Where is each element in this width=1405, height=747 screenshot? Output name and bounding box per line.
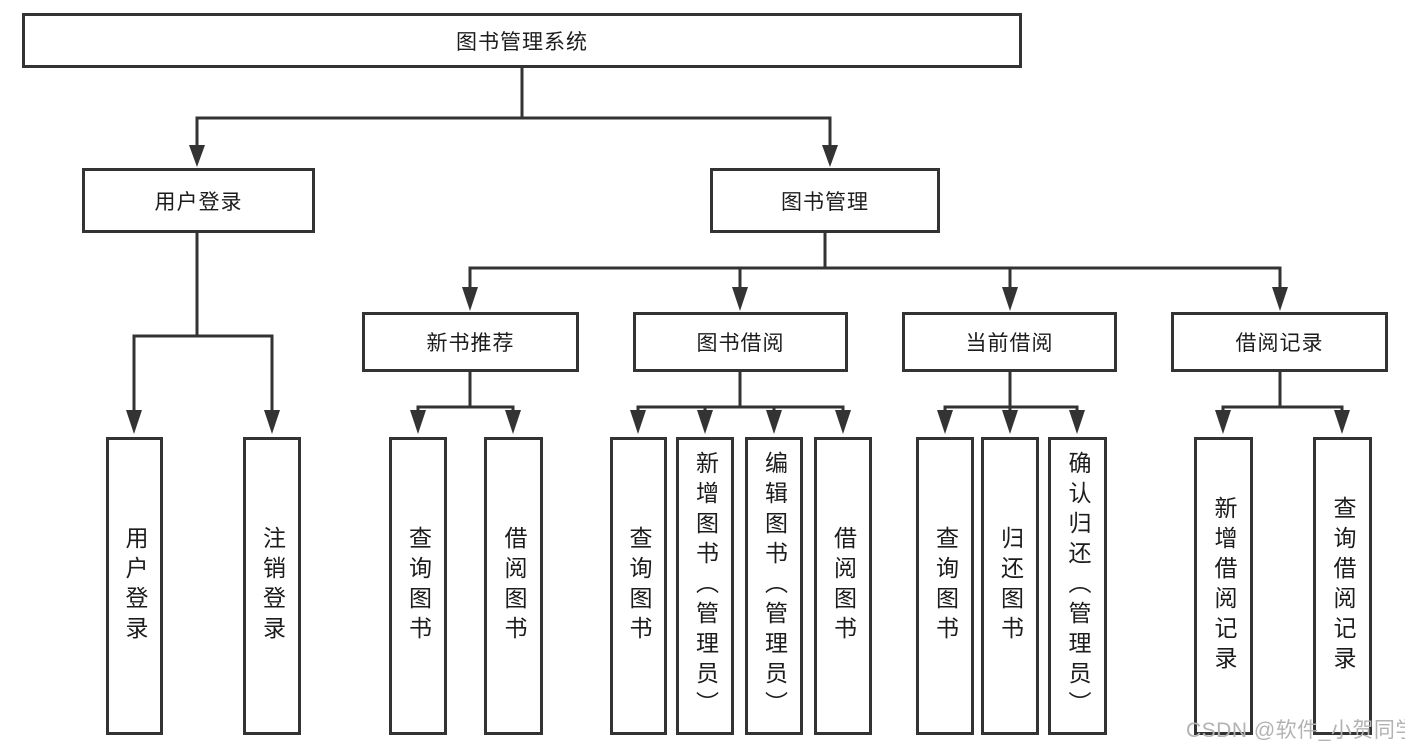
node-current-borrowing: 当前借阅 <box>902 312 1117 372</box>
node-book-management: 图书管理 <box>710 168 940 233</box>
node-label: 用户登录 <box>154 190 243 214</box>
arrowheads <box>126 145 1350 434</box>
node-label: 借阅记录 <box>1235 332 1324 355</box>
node-borrowing-records: 借阅记录 <box>1171 312 1388 372</box>
leaf-query-borrow-record: 查询借阅记录 <box>1313 437 1372 735</box>
watermark-text: CSDN @软件_小贺同学 <box>1186 719 1405 742</box>
leaf-return-books: 归还图书 <box>981 437 1039 735</box>
leaf-label: 新增图书（管理员） <box>692 451 719 721</box>
leaf-add-borrow-record: 新增借阅记录 <box>1194 437 1253 735</box>
leaf-label: 归还图书 <box>997 526 1024 646</box>
leaf-add-book-admin: 新增图书（管理员） <box>676 437 734 735</box>
leaf-label: 查询借阅记录 <box>1330 496 1356 676</box>
leaf-label: 注销登录 <box>259 526 286 646</box>
node-new-book-recommend: 新书推荐 <box>362 312 579 372</box>
leaf-query-books: 查询图书 <box>389 437 447 735</box>
leaf-query-books: 查询图书 <box>916 437 974 735</box>
leaf-label: 用户登录 <box>122 526 148 646</box>
leaf-label: 确认归还（管理员） <box>1065 451 1091 721</box>
node-library-management-system: 图书管理系统 <box>22 13 1022 68</box>
node-label: 新书推荐 <box>426 332 515 355</box>
leaf-edit-book-admin: 编辑图书（管理员） <box>745 437 803 735</box>
connector-path <box>132 66 1344 414</box>
leaf-query-books: 查询图书 <box>610 437 667 735</box>
node-label: 图书管理 <box>781 190 869 214</box>
leaf-label: 新增借阅记录 <box>1211 496 1237 676</box>
leaf-label: 借阅图书 <box>501 526 527 646</box>
leaf-logout-login: 注销登录 <box>243 437 301 735</box>
leaf-borrow-books: 借阅图书 <box>814 437 872 735</box>
node-label: 图书管理系统 <box>456 30 588 54</box>
leaf-label: 查询图书 <box>405 526 432 646</box>
node-label: 图书借阅 <box>696 332 785 355</box>
leaf-label: 查询图书 <box>932 526 959 646</box>
leaf-borrow-books: 借阅图书 <box>484 437 543 735</box>
leaf-label: 查询图书 <box>626 526 652 646</box>
node-user-login: 用户登录 <box>82 168 315 233</box>
node-label: 当前借阅 <box>965 332 1054 355</box>
node-book-borrowing: 图书借阅 <box>633 312 848 372</box>
leaf-label: 编辑图书（管理员） <box>761 451 788 721</box>
leaf-label: 借阅图书 <box>830 526 857 646</box>
leaf-user-login: 用户登录 <box>106 437 163 735</box>
leaf-confirm-return-admin: 确认归还（管理员） <box>1048 437 1107 735</box>
